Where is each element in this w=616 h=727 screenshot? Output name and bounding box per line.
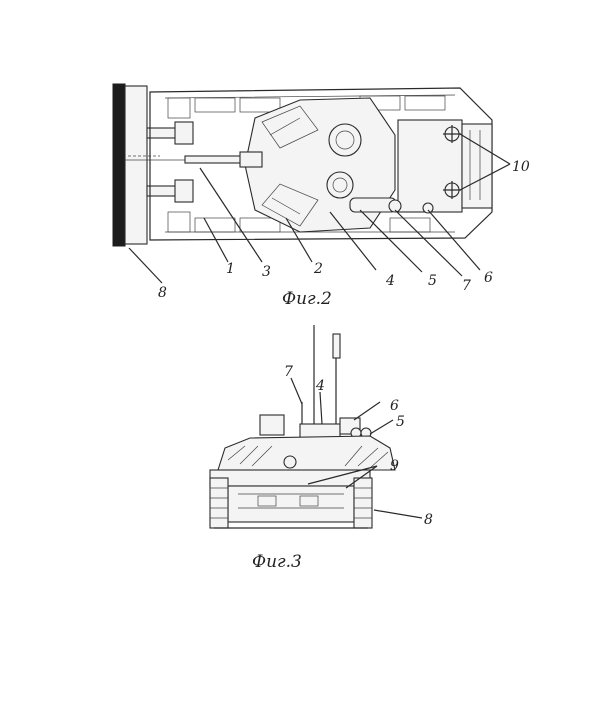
rear-hatch	[283, 455, 297, 469]
turret-armor-hatching	[227, 445, 389, 469]
right-track	[353, 477, 373, 529]
mast-head	[332, 333, 341, 359]
rear-plate-detail	[238, 493, 344, 509]
commander-hatch	[328, 123, 362, 157]
sensor-unit	[422, 202, 434, 214]
gunner-hatch	[326, 171, 354, 199]
fig2-label-7: 7	[462, 278, 471, 294]
fig2-label-6: 6	[484, 270, 493, 286]
hull-outline	[149, 87, 493, 241]
fig3-leader-lines	[290, 377, 423, 519]
figure-3-rear-view: 7 4 6 5 9 8 Фиг.3	[209, 325, 433, 572]
fig3-label-5: 5	[396, 414, 405, 430]
fig2-label-2: 2	[313, 261, 323, 277]
blade-frame	[124, 85, 148, 245]
fig2-label-4: 4	[385, 273, 395, 289]
rear-hull-plate	[227, 485, 355, 523]
turret-rear-profile	[217, 435, 396, 471]
fig2-label-5: 5	[428, 273, 437, 289]
hull-top-plate	[209, 469, 371, 487]
fig2-label-8: 8	[158, 285, 167, 301]
rear-plate	[461, 123, 493, 209]
sight-block	[299, 423, 341, 439]
fig2-leader-lines	[128, 133, 511, 284]
fig3-label-4: 4	[315, 378, 325, 394]
fig2-label-3: 3	[262, 264, 271, 280]
fig3-label-6: 6	[390, 398, 399, 414]
figure-2-top-view: 8 1 3 2 4 5 7 6 10 Фиг.2	[112, 83, 530, 309]
fig3-label-9: 9	[390, 458, 399, 474]
device-10-lower-icon	[443, 181, 461, 199]
fig2-label-1: 1	[226, 261, 235, 277]
dozer-blade	[112, 83, 126, 247]
figure-2-caption: Фиг.2	[282, 289, 332, 309]
fig3-label-8: 8	[424, 512, 433, 528]
gun-mantlet	[239, 151, 263, 168]
track-links	[210, 487, 372, 519]
turret-armor-blocks	[261, 105, 319, 227]
device-10-upper-icon	[443, 125, 461, 143]
left-track	[209, 477, 229, 529]
fender-boxes	[167, 95, 446, 233]
commander-cupola	[259, 414, 285, 436]
fig2-label-10: 10	[512, 159, 530, 175]
figure-3-caption: Фиг.3	[252, 552, 302, 572]
fig3-label-7: 7	[284, 364, 293, 380]
